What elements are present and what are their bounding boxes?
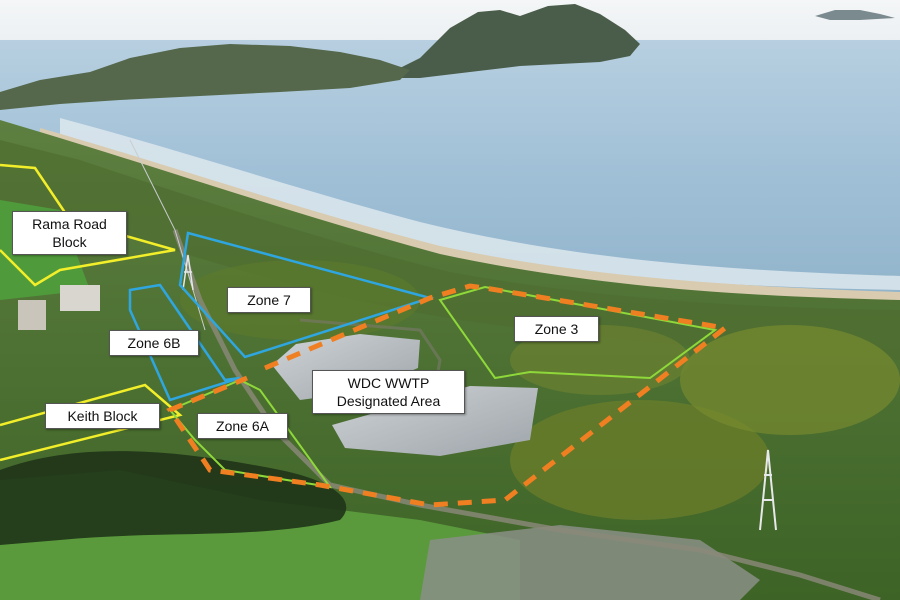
zone-6b-boundary [128,283,241,402]
dune-scrub [0,140,900,360]
label-rama-road-block: Rama Road Block [12,211,127,255]
building [18,300,46,330]
hedge [0,451,347,545]
label-wwtp-designated-area: WDC WWTP Designated Area [312,370,465,414]
label-zone-6a: Zone 6A [197,413,288,439]
label-rama-road-line1: Rama Road [32,216,107,232]
gorse-patch [680,325,900,435]
label-wwtp-line1: WDC WWTP [347,375,430,391]
pylon-icon [759,449,777,531]
label-wwtp-line2: Designated Area [336,393,441,409]
label-rama-road-line2: Block [52,234,87,250]
wwtp-pond-lower [332,386,538,456]
gorse-patch [510,400,770,520]
label-zone-7: Zone 7 [227,287,311,313]
bare-ground [420,525,760,600]
pylon-icon [182,254,194,291]
power-line [129,139,206,331]
building [60,285,100,311]
label-keith-block: Keith Block [45,403,160,429]
designated-area-boundary [166,283,732,508]
headland-left [0,44,410,110]
zone-3-boundary [438,285,718,380]
rama-road-block-boundary [0,163,176,287]
wwtp-pond-upper [272,334,420,400]
label-zone-6b: Zone 6B [109,330,199,356]
far-island [815,10,895,20]
island-peak [380,4,640,78]
label-zone-3: Zone 3 [514,316,599,342]
zone-7-boundary [178,231,435,359]
